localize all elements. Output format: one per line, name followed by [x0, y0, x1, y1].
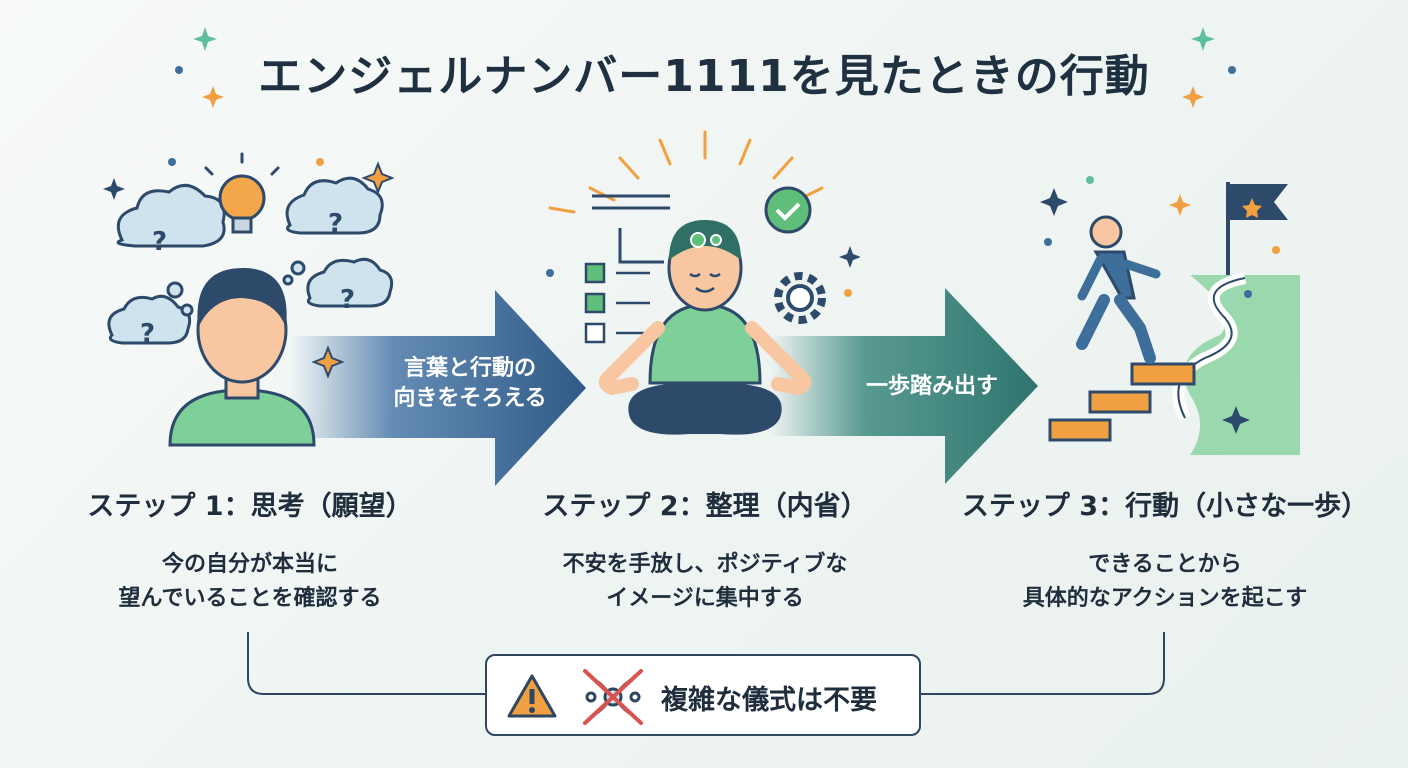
crossed-ritual-icon [583, 669, 643, 725]
note-text: 複雑な儀式は不要 [661, 685, 877, 716]
step-1-title: ステップ 1：思考（願望） [87, 491, 413, 522]
warning-icon [507, 674, 557, 718]
note-box: 複雑な儀式は不要 [485, 654, 921, 736]
svg-text:?: ? [152, 227, 167, 257]
thinking-person-illustration: ?? ?? [103, 152, 395, 447]
arrow-1-label: 言葉と行動の 向きをそろえる [393, 356, 547, 411]
svg-text:?: ? [328, 209, 343, 239]
meditating-person-illustration [546, 130, 860, 435]
step-3-description: できることから具体的なアクションを起こす [1022, 552, 1308, 611]
svg-text:?: ? [140, 319, 155, 349]
svg-text:?: ? [340, 285, 355, 315]
arrow-2-label: 一歩踏み出す [865, 374, 998, 399]
flow-arrow-1 [290, 290, 586, 486]
step-1-description: 今の自分が本当に望んでいることを確認する [118, 552, 382, 611]
stairs-goal-illustration [1040, 176, 1300, 455]
page-title: エンジェルナンバー1111を見たときの行動 [258, 51, 1150, 102]
step-2-description: 不安を手放し、ポジティブなイメージに集中する [562, 552, 848, 611]
flow-arrow-2 [770, 288, 1038, 484]
step-2-title: ステップ 2：整理（内省） [542, 491, 868, 522]
step-3-title: ステップ 3：行動（小さな一歩） [961, 491, 1369, 522]
